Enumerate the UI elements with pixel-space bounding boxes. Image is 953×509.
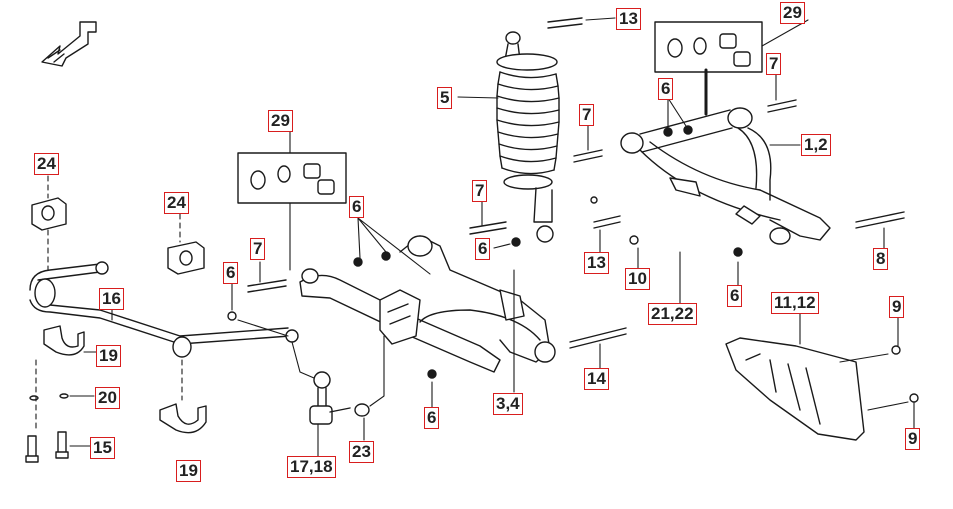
callout-16: 16	[99, 288, 124, 310]
callout-6: 6	[658, 78, 674, 100]
callout-8: 8	[873, 248, 889, 270]
callout-7: 7	[472, 180, 488, 202]
callout-19: 19	[176, 460, 201, 482]
callout-23: 23	[349, 441, 374, 463]
callout-6: 6	[424, 407, 440, 429]
callout-17-18: 17,18	[287, 456, 336, 478]
callout-7: 7	[250, 238, 266, 260]
bushing-bracket	[43, 325, 207, 434]
callout-10: 10	[625, 268, 650, 290]
stabilizer-bushing	[31, 197, 205, 275]
callout-24: 24	[164, 192, 189, 214]
callout-29: 29	[268, 110, 293, 132]
front-direction-arrow-icon	[41, 21, 97, 67]
bushing-kit-box	[237, 21, 763, 204]
callout-7: 7	[766, 53, 782, 75]
callout-24: 24	[34, 153, 59, 175]
stabilizer-link	[309, 371, 370, 425]
callout-7: 7	[579, 104, 595, 126]
callout-13: 13	[584, 252, 609, 274]
callout-14: 14	[584, 368, 609, 390]
stabilizer-bar	[29, 261, 299, 358]
callout-21-22: 21,22	[648, 303, 697, 325]
callout-9: 9	[889, 296, 905, 318]
callout-20: 20	[95, 387, 120, 409]
callout-15: 15	[90, 437, 115, 459]
callout-6: 6	[727, 285, 743, 307]
callout-11-12: 11,12	[771, 292, 819, 314]
leader-lines	[35, 17, 915, 457]
callout-9: 9	[905, 428, 921, 450]
shock-absorber	[496, 31, 560, 243]
lower-a-arm	[299, 235, 556, 373]
callout-6: 6	[475, 238, 491, 260]
callout-6: 6	[349, 196, 365, 218]
callout-13: 13	[616, 8, 641, 30]
bracket-bolts	[25, 393, 69, 463]
callout-3-4: 3,4	[493, 393, 523, 415]
callout-19: 19	[96, 345, 121, 367]
upper-a-arm	[620, 107, 831, 245]
callout-29: 29	[780, 2, 805, 24]
bolts-and-nuts	[227, 17, 919, 403]
callout-6: 6	[223, 262, 239, 284]
callout-1-2: 1,2	[801, 134, 831, 156]
callout-5: 5	[437, 87, 453, 109]
skid-plate	[725, 337, 865, 441]
